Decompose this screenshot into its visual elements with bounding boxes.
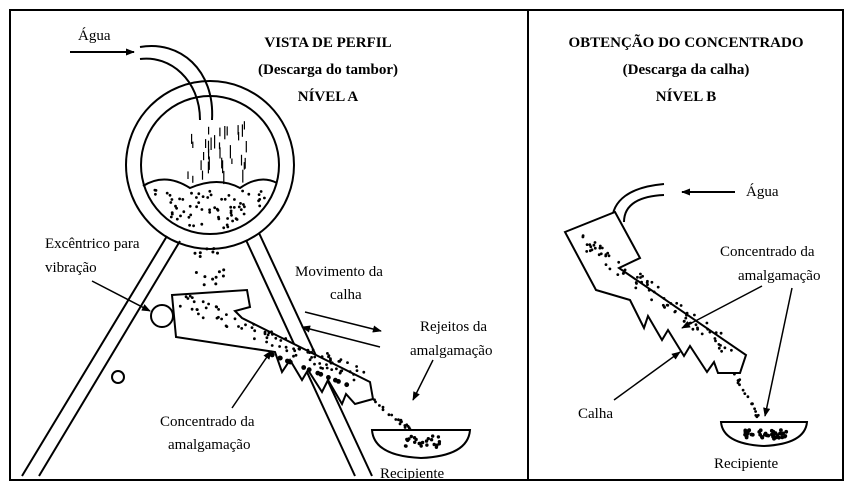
water-b-label: Água: [746, 183, 779, 200]
trough-arrow: [613, 351, 681, 401]
frame-pin: [111, 370, 125, 384]
eccentric-label-1: Excêntrico para: [45, 236, 140, 252]
falling-ore: [193, 247, 226, 287]
movement-label-1: Movimento da: [295, 264, 383, 280]
trough-b-ore: [581, 234, 733, 353]
panel-a-level: NÍVEL A: [298, 88, 359, 105]
recipient-b-label: Recipiente: [714, 456, 778, 472]
movement-arrow-left: [301, 325, 381, 348]
concentrate-a-arrow: [231, 350, 272, 409]
water-pipe-b: [611, 183, 665, 223]
panel-a: VISTA DE PERFIL (Descarga do tambor) NÍV…: [21, 27, 492, 482]
recipient-a-label: Recipiente: [380, 466, 444, 482]
tailings-label-1: Rejeitos da: [420, 319, 487, 335]
drum-ore: [153, 188, 266, 230]
panel-b-level: NÍVEL B: [656, 88, 716, 105]
tailings-arrow: [412, 359, 434, 401]
eccentric-arrow: [91, 280, 151, 312]
discharge-stream-b: [733, 372, 760, 419]
drum-outer: [125, 80, 295, 250]
drum-inner: [140, 95, 280, 235]
concentrate-b-label-2: amalgamação: [738, 268, 820, 284]
trough-b: [563, 210, 748, 374]
concentrate-a-label-1: Concentrado da: [160, 414, 255, 430]
concentrate-b-label-1: Concentrado da: [720, 244, 815, 260]
panel-b-subtitle: (Descarga da calha): [623, 62, 750, 78]
recipient-a-content: [403, 434, 442, 449]
water-stream: [187, 121, 247, 185]
panel-b: OBTENÇÃO DO CONCENTRADO (Descarga da cal…: [563, 33, 820, 472]
eccentric-wheel: [150, 304, 174, 328]
water-pipe: [139, 45, 214, 121]
tailings-label-2: amalgamação: [410, 343, 492, 359]
panel-b-title: OBTENÇÃO DO CONCENTRADO: [568, 33, 803, 51]
recipient-b-content: [743, 428, 789, 441]
water-label: Água: [78, 27, 111, 44]
concentrate-b-arrow-1: [681, 285, 763, 329]
sluice: [170, 288, 375, 407]
sluice-ore: [178, 294, 366, 388]
panel-a-title: VISTA DE PERFIL: [264, 35, 391, 51]
drum-ore-surface: [142, 178, 278, 190]
movement-label-2: calha: [330, 287, 362, 303]
diagram-frame: [9, 9, 844, 481]
panel-a-subtitle: (Descarga do tambor): [258, 62, 398, 78]
eccentric-label-2: vibração: [45, 260, 97, 276]
movement-arrow-right: [304, 311, 382, 333]
concentrate-a-label-2: amalgamação: [168, 437, 250, 453]
concentrate-b-arrow-2: [763, 287, 793, 417]
trough-label: Calha: [578, 406, 613, 422]
